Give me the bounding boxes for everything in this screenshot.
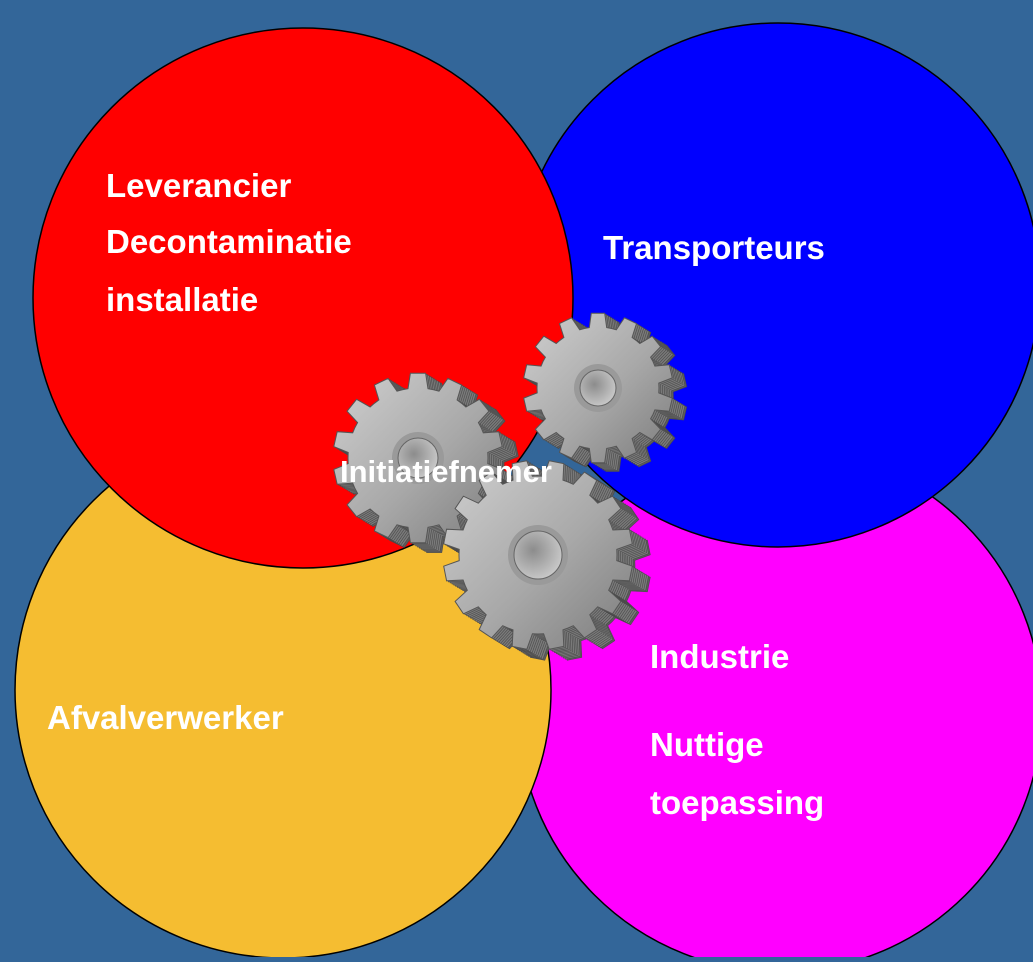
supplier-label: Leverancier Decontaminatie installatie xyxy=(106,167,361,318)
industry-subtitle-line-2: toepassing xyxy=(650,784,824,821)
industry-subtitle-line-1: Nuttige xyxy=(650,726,764,763)
waste-processor-label: Afvalverwerker xyxy=(47,699,284,736)
initiator-label: Initiatiefnemer xyxy=(340,454,552,489)
transport-label: Transporteurs xyxy=(603,229,825,266)
industry-title: Industrie xyxy=(650,638,789,675)
industry-subtitle: Nuttige toepassing xyxy=(650,726,824,821)
supplier-label-line-3: installatie xyxy=(106,281,258,318)
supplier-label-line-1: Leverancier xyxy=(106,167,291,204)
gears-group xyxy=(333,312,688,661)
gear-icon xyxy=(443,460,651,661)
gear-icon xyxy=(523,312,688,472)
transport-circle xyxy=(515,22,1033,548)
supplier-label-line-2: Decontaminatie xyxy=(106,223,352,260)
